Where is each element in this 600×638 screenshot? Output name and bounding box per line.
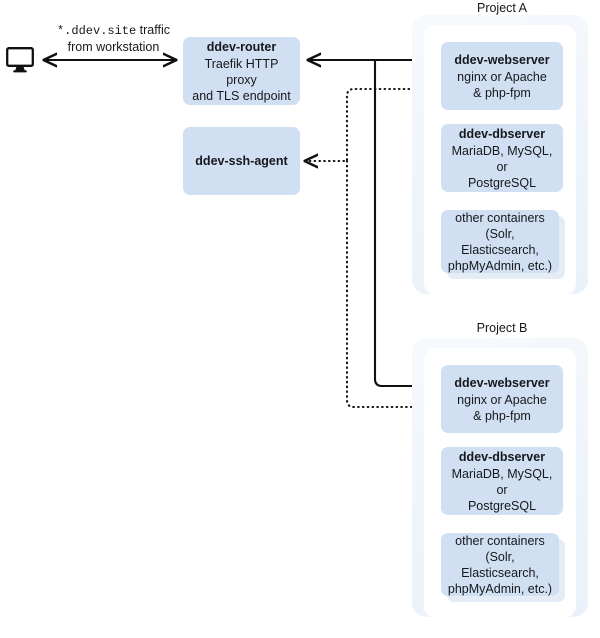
- project-a-dbserver-line1: MariaDB, MySQL, or: [451, 143, 553, 174]
- project-a-container-ddev-dbserver[interactable]: ddev-dbserver MariaDB, MySQL, or Postgre…: [441, 124, 563, 192]
- ddev-ssh-agent-title: ddev-ssh-agent: [195, 153, 288, 168]
- project-b-dbserver-title: ddev-dbserver: [458, 449, 546, 464]
- project-b-other-line2: (Solr, Elasticsearch,: [461, 549, 539, 580]
- project-b-webserver-line1: nginx or Apache: [457, 392, 547, 407]
- container-ddev-router[interactable]: ddev-router Traefik HTTP proxy and TLS e…: [183, 37, 300, 105]
- project-b-label: Project B: [476, 321, 528, 335]
- project-b-other-containers[interactable]: other containers (Solr, Elasticsearch, p…: [441, 533, 559, 596]
- ddev-router-title: ddev-router: [206, 39, 277, 54]
- project-b-container-ddev-dbserver[interactable]: ddev-dbserver MariaDB, MySQL, or Postgre…: [441, 447, 563, 515]
- project-b-container-ddev-webserver[interactable]: ddev-webserver nginx or Apache & php-fpm: [441, 365, 563, 433]
- project-a-container-ddev-webserver[interactable]: ddev-webserver nginx or Apache & php-fpm: [441, 42, 563, 110]
- project-a-other-line1: other containers: [455, 210, 545, 225]
- traffic-caption-line2: from workstation: [67, 40, 160, 54]
- project-b-webserver-line2: & php-fpm: [473, 408, 531, 423]
- traffic-domain-pattern: *.ddev.site: [56, 24, 137, 38]
- container-ddev-ssh-agent[interactable]: ddev-ssh-agent: [183, 127, 300, 195]
- project-b-other-line1: other containers: [455, 533, 545, 548]
- project-a-dbserver-title: ddev-dbserver: [458, 126, 546, 141]
- project-b-other-line3: phpMyAdmin, etc.): [447, 581, 553, 596]
- ddev-router-line2: and TLS endpoint: [192, 88, 291, 103]
- project-a-other-containers[interactable]: other containers (Solr, Elasticsearch, p…: [441, 210, 559, 273]
- project-b-dbserver-line1: MariaDB, MySQL, or: [451, 466, 553, 497]
- project-a-webserver-title: ddev-webserver: [454, 52, 550, 67]
- traffic-caption-suffix: traffic: [136, 23, 171, 37]
- desktop-monitor-icon: [6, 47, 34, 73]
- traffic-caption-line1: *.ddev.site traffic: [36, 22, 191, 39]
- project-a-dbserver-line2: PostgreSQL: [467, 175, 537, 190]
- project-a-webserver-line1: nginx or Apache: [457, 69, 547, 84]
- project-a-other-line3: phpMyAdmin, etc.): [447, 258, 553, 273]
- ddev-router-line1: Traefik HTTP proxy: [204, 56, 279, 87]
- project-a-other-line2: (Solr, Elasticsearch,: [461, 226, 539, 257]
- project-a-label: Project A: [476, 1, 528, 15]
- project-b-dbserver-line2: PostgreSQL: [467, 498, 537, 513]
- traffic-caption: *.ddev.site traffic from workstation: [36, 22, 191, 55]
- project-a-webserver-line2: & php-fpm: [473, 85, 531, 100]
- project-b-webserver-title: ddev-webserver: [454, 375, 550, 390]
